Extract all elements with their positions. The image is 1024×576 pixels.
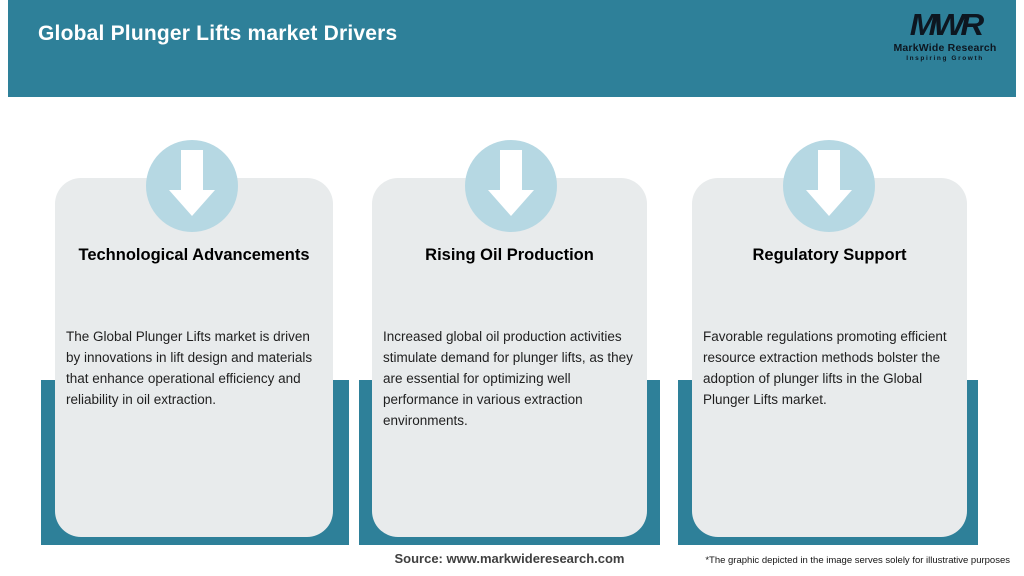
logo-company-name: MarkWide Research bbox=[893, 42, 997, 54]
markwide-research-logo: MWR MarkWide Research Inspiring Growth bbox=[890, 8, 1000, 62]
driver-card-rising-oil-production: Rising Oil Production Increased global o… bbox=[372, 178, 647, 537]
card-title: Rising Oil Production bbox=[425, 246, 594, 264]
down-arrow-badge bbox=[146, 140, 238, 232]
disclaimer-note: *The graphic depicted in the image serve… bbox=[705, 555, 1010, 566]
card-description: The Global Plunger Lifts market is drive… bbox=[66, 329, 313, 407]
logo-tagline: Inspiring Growth bbox=[906, 55, 984, 62]
card-title: Regulatory Support bbox=[752, 246, 907, 264]
down-arrow-icon bbox=[806, 150, 852, 216]
page-title: Global Plunger Lifts market Drivers bbox=[38, 22, 398, 45]
card-title: Technological Advancements bbox=[78, 246, 310, 264]
down-arrow-icon bbox=[488, 150, 534, 216]
driver-card-technological-advancements: Technological Advancements The Global Pl… bbox=[55, 178, 333, 537]
down-arrow-badge bbox=[465, 140, 557, 232]
card-description: Increased global oil production activiti… bbox=[383, 329, 633, 428]
mwr-monogram-icon: MWR bbox=[909, 7, 984, 42]
down-arrow-badge bbox=[783, 140, 875, 232]
card-description: Favorable regulations promoting efficien… bbox=[703, 329, 947, 407]
source-attribution: Source: www.markwideresearch.com bbox=[394, 551, 625, 566]
driver-card-regulatory-support: Regulatory Support Favorable regulations… bbox=[692, 178, 967, 537]
header-band: Global Plunger Lifts market Drivers MWR … bbox=[8, 0, 1016, 97]
down-arrow-icon bbox=[169, 150, 215, 216]
